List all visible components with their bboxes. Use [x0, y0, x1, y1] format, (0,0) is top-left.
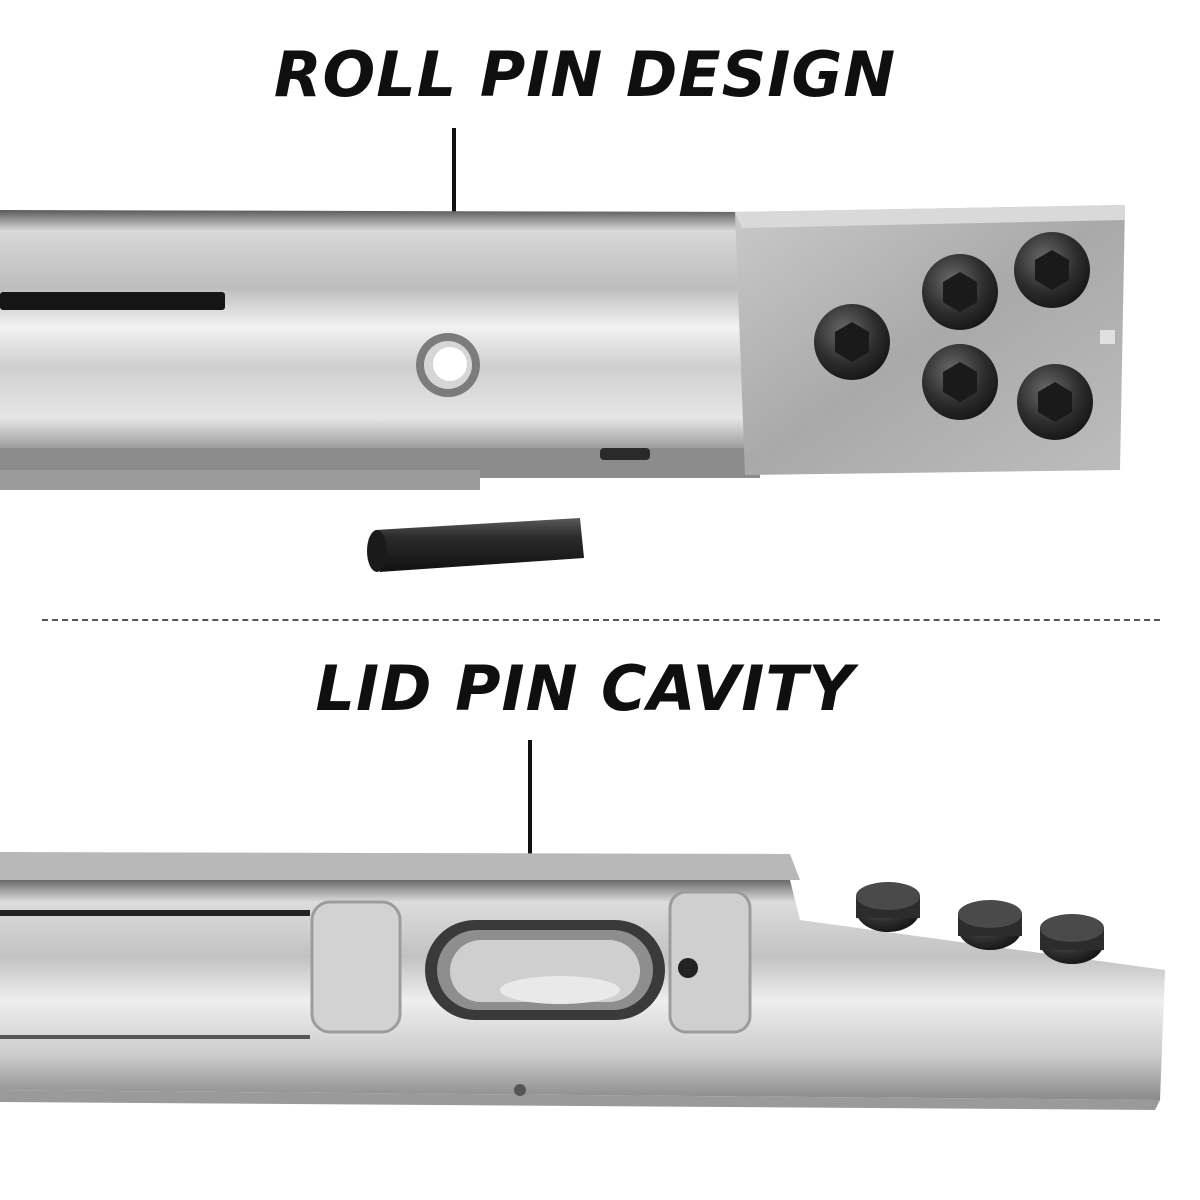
roll-pin-design-label: ROLL PIN DESIGN	[273, 38, 897, 111]
lid-pin-cavity-rail-photo	[0, 852, 1165, 1110]
roll-pin	[367, 518, 584, 572]
socket-head-screw	[814, 232, 1093, 440]
socket-head-screw	[856, 882, 1104, 964]
lid-pin-cavity-label: LID PIN CAVITY	[315, 652, 855, 725]
o-ring-seal	[425, 920, 665, 1020]
roll-pin-rail-photo	[0, 205, 1125, 572]
section-divider	[42, 619, 1160, 621]
